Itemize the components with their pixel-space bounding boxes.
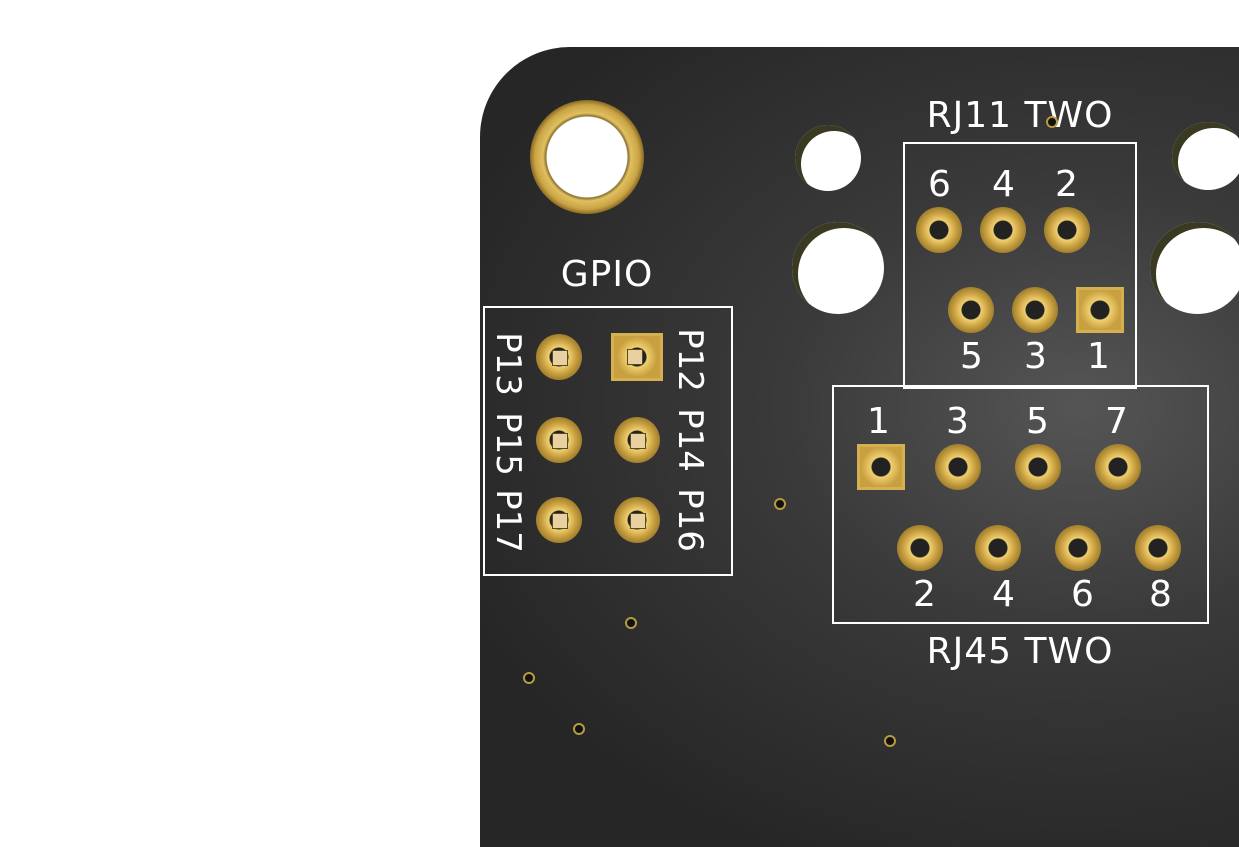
pin-label: 7 — [1105, 401, 1129, 442]
rj11-pad — [948, 287, 994, 333]
pin-label: P13 — [488, 332, 528, 396]
pin-label: 3 — [946, 401, 970, 442]
gpio-pad — [614, 497, 660, 543]
rj45-pad — [1135, 525, 1181, 571]
pin-label: P14 — [670, 408, 710, 472]
mounting-hole — [530, 100, 644, 214]
pin-label: 4 — [992, 574, 1016, 615]
gpio-pad — [536, 417, 582, 463]
rj45-pad — [1015, 444, 1061, 490]
via — [573, 723, 585, 735]
gpio-pad-square — [611, 333, 663, 381]
rj45-pad — [935, 444, 981, 490]
via — [625, 617, 637, 629]
rj45-pad — [897, 525, 943, 571]
pin-label: P17 — [488, 489, 528, 553]
connector-hole — [1150, 222, 1239, 314]
pin-label: 2 — [913, 574, 937, 615]
pin-label: 5 — [960, 336, 984, 377]
rj45-pad — [1095, 444, 1141, 490]
connector-hole — [792, 222, 884, 314]
pin-label: P16 — [670, 488, 710, 552]
via — [884, 735, 896, 747]
rj11-pad-square — [1076, 287, 1124, 333]
pin-label: 8 — [1149, 574, 1173, 615]
pin-label: 5 — [1026, 401, 1050, 442]
via — [774, 498, 786, 510]
rj45-title: RJ45 TWO — [926, 631, 1114, 672]
pin-label: 1 — [1087, 336, 1111, 377]
rj11-pad — [1044, 207, 1090, 253]
connector-hole — [795, 125, 861, 191]
via — [523, 672, 535, 684]
pin-label: 4 — [992, 164, 1016, 205]
pin-label: 2 — [1055, 164, 1079, 205]
gpio-outline — [483, 306, 733, 576]
pin-label: 6 — [928, 164, 952, 205]
rj11-pad — [980, 207, 1026, 253]
gpio-title: GPIO — [560, 254, 654, 295]
pin-label: 1 — [867, 401, 891, 442]
via — [1046, 116, 1058, 128]
pin-label: P15 — [488, 412, 528, 476]
gpio-pad — [536, 497, 582, 543]
rj11-outline — [903, 142, 1137, 389]
rj45-pad-square — [857, 444, 905, 490]
rj11-pad — [916, 207, 962, 253]
rj45-outline — [832, 385, 1209, 624]
rj45-pad — [975, 525, 1021, 571]
pin-label: P12 — [670, 328, 710, 392]
connector-hole — [1172, 122, 1239, 190]
pin-label: 3 — [1024, 336, 1048, 377]
rj45-pad — [1055, 525, 1101, 571]
pin-label: 6 — [1071, 574, 1095, 615]
rj11-title: RJ11 TWO — [926, 95, 1114, 136]
gpio-pad — [614, 417, 660, 463]
rj11-pad — [1012, 287, 1058, 333]
gpio-pad — [536, 334, 582, 380]
